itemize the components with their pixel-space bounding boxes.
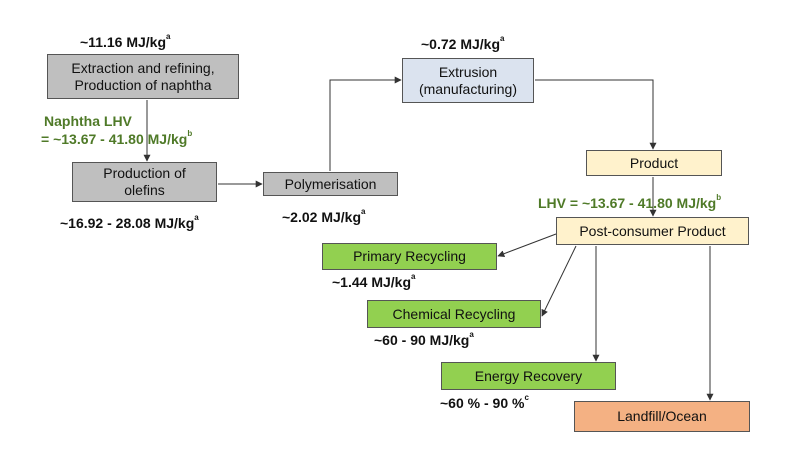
olefins-energy-label: ~16.92 - 28.08 MJ/kga — [60, 213, 199, 231]
node-extrusion: Extrusion (manufacturing) — [402, 58, 534, 103]
extrusion-energy-label: ~0.72 MJ/kga — [421, 34, 505, 52]
arrow-polymerisation-to-extrusion — [329, 76, 402, 171]
node-landfill-ocean: Landfill/Ocean — [574, 401, 750, 432]
primary-recycling-energy-label: ~1.44 MJ/kga — [332, 272, 416, 290]
arrow-extrusion-to-product — [535, 79, 657, 150]
naphtha-lhv-value: = ~13.67 - 41.80 MJ/kgb — [41, 129, 193, 147]
node-product: Product — [586, 150, 722, 176]
polymerisation-energy-label: ~2.02 MJ/kga — [282, 207, 366, 225]
node-chemical-recycling: Chemical Recycling — [367, 300, 541, 328]
node-olefins: Production of olefins — [72, 162, 217, 202]
node-extraction: Extraction and refining, Production of n… — [47, 54, 239, 99]
naphtha-lhv-title: Naphtha LHV — [44, 113, 132, 129]
energy-recovery-value-label: ~60 % - 90 %c — [440, 393, 529, 411]
node-post-consumer: Post-consumer Product — [556, 217, 749, 245]
node-polymerisation: Polymerisation — [263, 172, 398, 196]
arrow-post-consumer-to-chemical — [541, 245, 577, 317]
node-primary-recycling: Primary Recycling — [322, 243, 497, 270]
arrow-post-consumer-to-primary — [497, 233, 557, 258]
node-energy-recovery: Energy Recovery — [441, 362, 616, 390]
chemical-recycling-energy-label: ~60 - 90 MJ/kga — [374, 330, 474, 348]
product-lhv-label: LHV = ~13.67 - 41.80 MJ/kgb — [538, 193, 722, 211]
extraction-energy-label: ~11.16 MJ/kga — [80, 32, 171, 50]
